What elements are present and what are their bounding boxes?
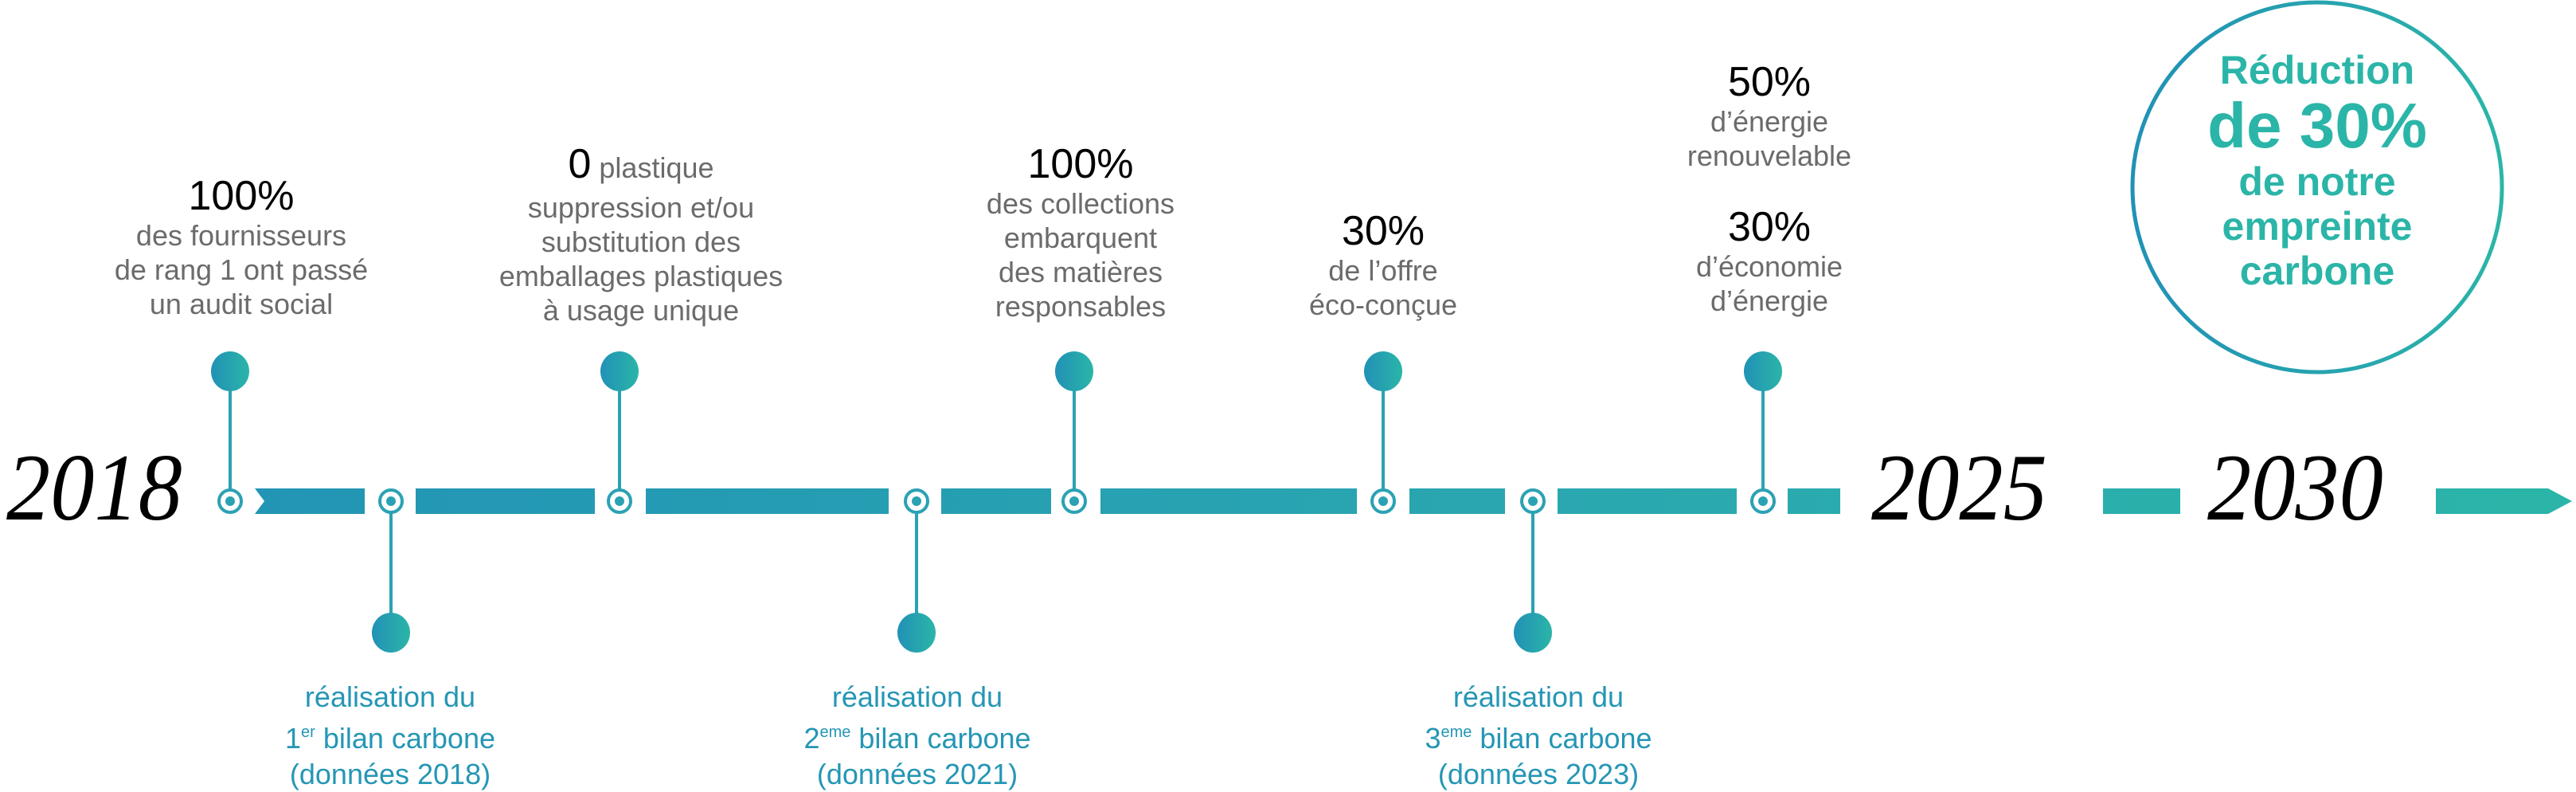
marker-ring: [378, 488, 404, 514]
marker-ring: [1370, 488, 1396, 514]
bar-segment: [1409, 488, 1505, 514]
bar-segment: [1100, 488, 1357, 514]
pin-dot: [372, 613, 410, 653]
year-2018: 2018: [6, 434, 182, 540]
goal-text: empreinte: [2222, 204, 2413, 249]
goal-value: de 30%: [2207, 90, 2427, 161]
milestone-text: d’énergie: [1710, 105, 1829, 138]
bar-segment: [1558, 488, 1737, 514]
milestone-text: des collections: [986, 187, 1175, 220]
marker-ring: [1520, 488, 1546, 514]
marker-ring: [607, 488, 632, 514]
goal-text: Réduction: [2219, 48, 2415, 92]
pin-dots: [211, 351, 1782, 653]
milestone-responsible-materials: 100% des collections embarquent des mati…: [987, 142, 1175, 323]
milestone-text: (données 2023): [1437, 758, 1640, 790]
ordinal-number: 2: [803, 722, 820, 755]
milestone-value: 50%: [1727, 59, 1812, 105]
milestone-text: renouvelable: [1687, 139, 1852, 172]
marker-ring: [217, 488, 243, 514]
timeline-bar: [255, 488, 2572, 514]
pin-dot: [897, 613, 936, 653]
goal-2030: Réduction de 30% de notre empreinte carb…: [2207, 48, 2427, 293]
milestone-text: embarquent: [1003, 222, 1158, 254]
milestone-text: de l’offre: [1328, 254, 1438, 287]
milestone-text: suppression et/ou: [527, 191, 755, 224]
milestone-text: plastique: [599, 151, 714, 184]
year-2030: 2030: [2207, 434, 2383, 540]
milestone-eco-design: 30% de l’offre éco-conçue: [1309, 209, 1457, 322]
bar-segment: [1788, 488, 1840, 514]
milestone-text: substitution des: [541, 225, 741, 258]
pin-dot: [211, 351, 249, 391]
bar-segment: [255, 488, 365, 514]
ordinal-suffix: er: [301, 723, 315, 741]
pin-dot: [1514, 613, 1552, 653]
milestone-carbon-audit-2: réalisation du 2eme bilan carbone (donné…: [803, 679, 1030, 792]
milestone-text: des matières: [998, 256, 1163, 288]
milestone-suppliers-audit: 100% des fournisseurs de rang 1 ont pass…: [115, 174, 368, 321]
ordinal-number: 1: [284, 722, 302, 755]
milestone-text: (données 2021): [816, 758, 1018, 790]
top-stems: [229, 371, 1765, 490]
milestone-value: 100%: [1027, 141, 1134, 187]
milestone-text: réalisation du: [304, 680, 476, 713]
milestone-text: d’énergie: [1710, 284, 1829, 317]
milestone-value: 100%: [188, 173, 295, 219]
milestone-energy: 50% d’énergie renouvelable 30% d’économi…: [1687, 60, 1851, 318]
ordinal-suffix: eme: [819, 723, 851, 741]
pin-dot: [600, 351, 639, 391]
milestone-text: d’économie: [1695, 250, 1843, 283]
milestone-text: bilan carbone: [1480, 722, 1652, 755]
milestone-zero-plastic: 0 plastique suppression et/ou substituti…: [499, 142, 783, 327]
milestone-value: 30%: [1341, 208, 1425, 254]
milestone-text: à usage unique: [542, 294, 740, 327]
ordinal-suffix: eme: [1440, 723, 1472, 741]
marker-ring: [1750, 488, 1776, 514]
bar-markers: [217, 488, 1776, 514]
milestone-text: réalisation du: [831, 680, 1003, 713]
milestone-text: éco-conçue: [1308, 288, 1458, 321]
milestone-text: bilan carbone: [858, 722, 1031, 755]
pin-dot: [1744, 351, 1782, 391]
milestone-text: responsables: [995, 290, 1167, 323]
bar-segment: [416, 488, 595, 514]
milestone-text: réalisation du: [1452, 680, 1624, 713]
milestone-text: des fournisseurs: [135, 219, 347, 252]
bar-segment: [941, 488, 1051, 514]
marker-ring: [1061, 488, 1087, 514]
pin-dot: [1364, 351, 1402, 391]
bar-segment: [646, 488, 889, 514]
pin-dot: [1055, 351, 1093, 391]
milestone-text: un audit social: [149, 288, 334, 320]
milestone-text: emballages plastiques: [498, 260, 784, 292]
marker-ring: [904, 488, 929, 514]
bottom-stems: [389, 512, 1534, 633]
ordinal-number: 3: [1425, 722, 1441, 755]
bar-segment: [2103, 488, 2180, 514]
year-2025: 2025: [1871, 434, 2047, 540]
milestone-text: bilan carbone: [322, 722, 496, 755]
goal-text: de notre: [2238, 159, 2396, 204]
milestone-carbon-audit-1: réalisation du 1er bilan carbone (donnée…: [285, 679, 495, 792]
goal-text: carbone: [2239, 249, 2395, 293]
milestone-carbon-audit-3: réalisation du 3eme bilan carbone (donné…: [1425, 679, 1652, 792]
arrow-head-segment: [2436, 488, 2572, 514]
milestone-text: (données 2018): [289, 758, 491, 790]
milestone-value: 30%: [1727, 204, 1812, 250]
goal-circle: [2130, 0, 2504, 374]
milestone-text: de rang 1 ont passé: [114, 253, 369, 286]
milestone-value: 0: [568, 141, 592, 187]
